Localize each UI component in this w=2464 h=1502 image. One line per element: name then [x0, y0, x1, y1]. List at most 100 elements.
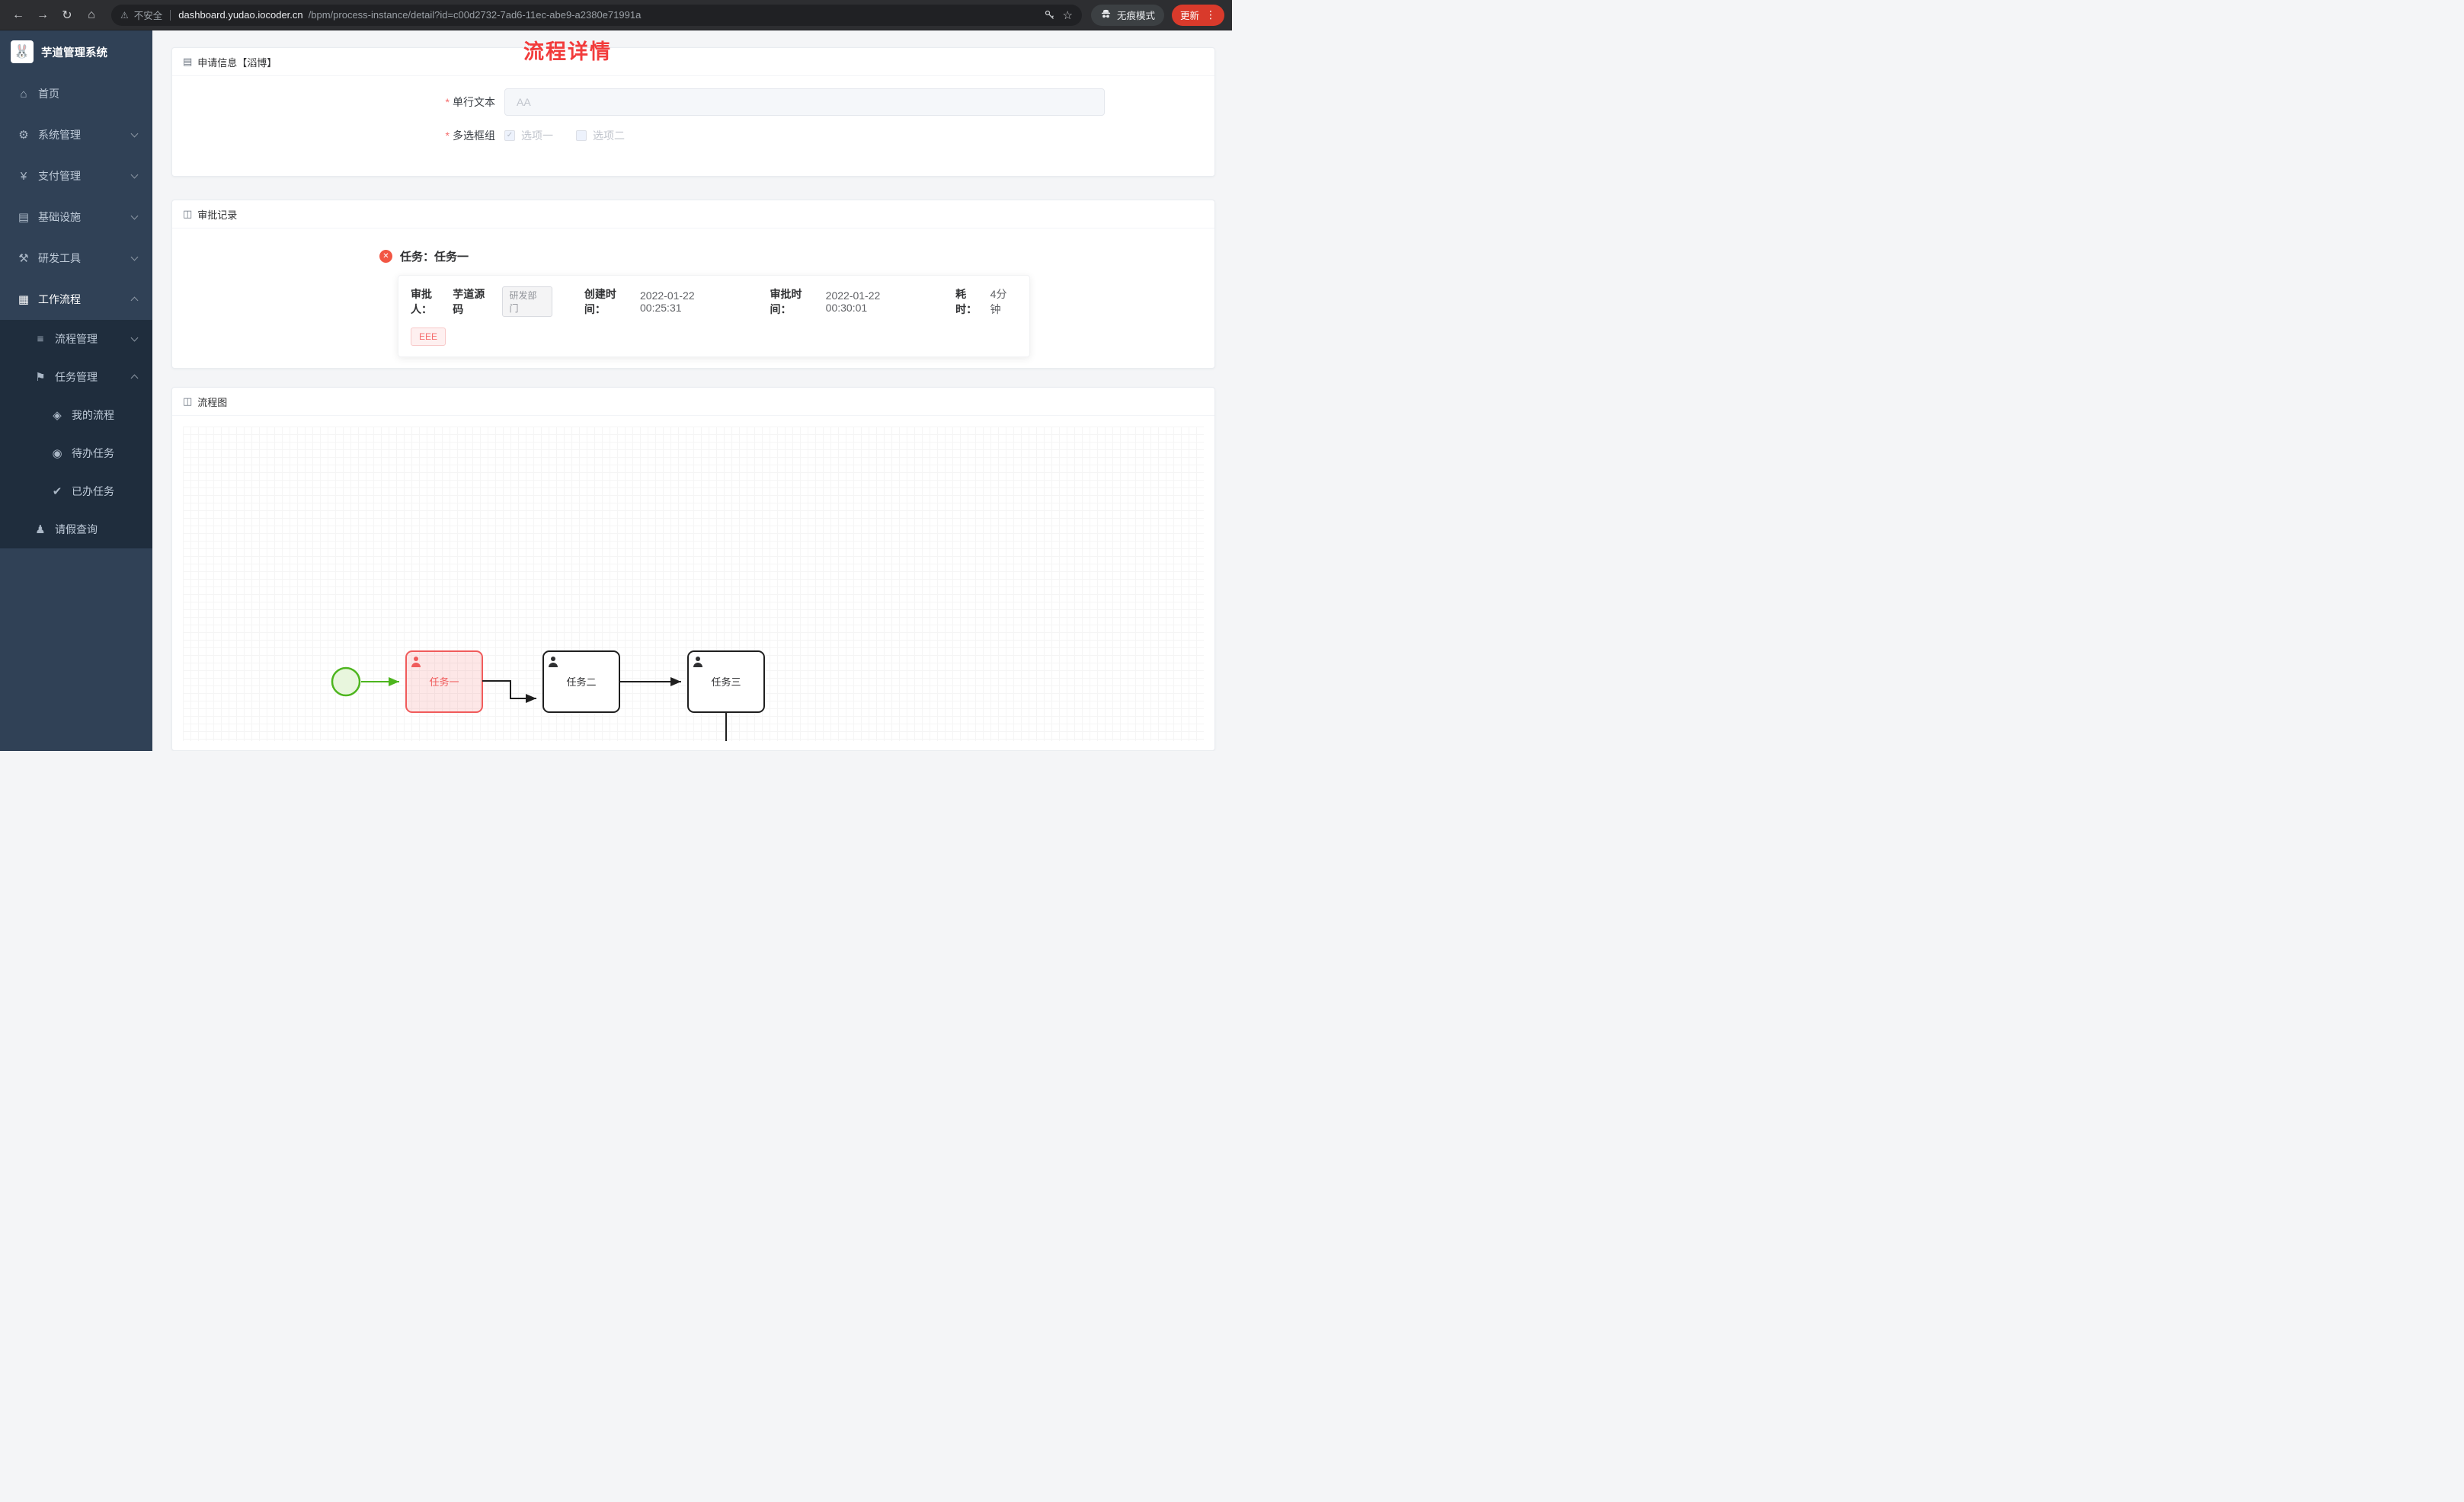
checkbox-label: 选项一	[521, 129, 553, 142]
address-bar[interactable]: ⚠ 不安全 dashboard.yudao.iocoder.cn /bpm/pr…	[111, 4, 1082, 26]
page-title: 流程详情	[523, 40, 612, 63]
sidebar-item-label: 支付管理	[38, 170, 81, 182]
task-node-3[interactable]: 任务三	[687, 650, 765, 713]
sidebar-item-leave-query[interactable]: ♟ 请假查询	[0, 510, 152, 548]
field-label: 单行文本	[453, 96, 495, 108]
sidebar-item-label: 研发工具	[38, 252, 81, 264]
approval-comment-tag: EEE	[411, 328, 446, 346]
approve-time-label: 审批时间：	[770, 288, 802, 315]
bookmark-star-icon[interactable]: ☆	[1062, 8, 1073, 22]
sidebar-item-payment[interactable]: ¥ 支付管理	[0, 155, 152, 197]
flag-icon: ⚑	[35, 371, 46, 384]
forward-icon: →	[37, 8, 49, 21]
checkbox-group-label: *多选框组	[172, 128, 504, 143]
badge-icon: ◈	[53, 409, 62, 422]
update-label: 更新	[1179, 11, 1199, 21]
single-line-text-input[interactable]	[504, 88, 1105, 116]
timeline-item: ✕ 任务：任务一	[379, 248, 1214, 264]
create-time-label: 创建时间：	[584, 288, 616, 315]
sequence-flow-task1-to-task2	[482, 680, 536, 703]
chevron-down-icon	[130, 171, 139, 179]
user-task-icon	[411, 657, 421, 667]
not-secure-label: 不安全	[133, 11, 163, 21]
back-button[interactable]: ←	[8, 5, 29, 26]
start-event-node[interactable]	[331, 666, 361, 697]
apply-info-card-header: ▤ 申请信息【滔博】	[172, 48, 1214, 76]
check-icon: ✔	[52, 485, 62, 498]
forward-button[interactable]: →	[32, 5, 53, 26]
rejected-circle-x-icon: ✕	[379, 250, 392, 263]
sidebar: 🐰 芋道管理系统 ⌂ 首页 ⚙ 系统管理 ¥ 支付管理 ▤ 基础设施 ⚒ 研发工…	[0, 30, 152, 751]
sidebar-item-label: 已办任务	[72, 485, 114, 497]
sidebar-item-infrastructure[interactable]: ▤ 基础设施	[0, 197, 152, 238]
department-tag: 研发部门	[502, 286, 552, 317]
single-line-text-label: *单行文本	[172, 94, 504, 110]
home-dashboard-icon: ⌂	[20, 87, 27, 101]
checkbox-checked-icon	[504, 130, 515, 141]
sidebar-item-my-process[interactable]: ◈ 我的流程	[0, 396, 152, 434]
task-title: 任务：任务一	[400, 251, 469, 264]
duration-label: 耗时：	[955, 288, 978, 315]
document-icon: ▤	[183, 56, 193, 67]
sidebar-item-todo-tasks[interactable]: ◉ 待办任务	[0, 434, 152, 472]
sidebar-item-home[interactable]: ⌂ 首页	[0, 73, 152, 114]
infrastructure-icon: ▤	[18, 211, 30, 224]
approval-record-card: ◫ 审批记录 ✕ 任务：任务一 审批人： 芋道源码 研发部门 创建时间： 202…	[171, 200, 1215, 369]
reload-button[interactable]: ↻	[56, 5, 78, 26]
chevron-down-icon	[130, 129, 139, 138]
task-node-2[interactable]: 任务二	[542, 650, 620, 713]
yen-icon: ¥	[20, 169, 27, 183]
sidebar-item-devtools[interactable]: ⚒ 研发工具	[0, 238, 152, 279]
checkbox-option-1[interactable]: 选项一	[504, 128, 553, 143]
sidebar-item-label: 流程管理	[55, 333, 98, 345]
password-key-icon[interactable]	[1044, 9, 1055, 21]
diagram-icon: ◫	[183, 395, 193, 407]
gear-icon: ⚙	[18, 129, 29, 142]
browser-toolbar: ← → ↻ ⌂ ⚠ 不安全 dashboard.yudao.iocoder.cn…	[0, 0, 1232, 30]
sidebar-item-label: 基础设施	[38, 211, 81, 223]
sidebar-item-label: 首页	[38, 88, 59, 100]
checkbox-option-2[interactable]: 选项二	[576, 128, 625, 143]
process-diagram-card-title: 流程图	[197, 396, 228, 408]
app-title: 芋道管理系统	[41, 46, 107, 59]
required-mark: *	[445, 129, 450, 142]
approval-record-card-header: ◫ 审批记录	[172, 200, 1214, 228]
approval-detail-card: 审批人： 芋道源码 研发部门 创建时间： 2022-01-22 00:25:31…	[398, 275, 1030, 357]
incognito-badge: 无痕模式	[1090, 4, 1164, 26]
reload-icon: ↻	[62, 8, 72, 22]
bpmn-canvas[interactable]: 任务一 任务二	[183, 427, 1204, 741]
chevron-down-icon	[130, 212, 139, 220]
duration-value: 4分钟	[990, 288, 1007, 315]
workflow-submenu: ≡ 流程管理 ⚑ 任务管理 ◈ 我的流程 ◉ 待办任务 ✔ 已办任务 ♟ 请假查…	[0, 320, 152, 548]
chevron-up-icon	[130, 374, 139, 382]
field-label: 多选框组	[453, 129, 495, 142]
task-node-label: 任务三	[711, 676, 741, 688]
chrome-update-button[interactable]: 更新 ⋮	[1171, 4, 1224, 26]
sidebar-item-task-management[interactable]: ⚑ 任务管理	[0, 358, 152, 396]
chevron-down-icon	[130, 253, 139, 261]
task-node-1[interactable]: 任务一	[405, 650, 483, 713]
home-button[interactable]: ⌂	[81, 5, 102, 26]
sidebar-item-process-management[interactable]: ≡ 流程管理	[0, 320, 152, 358]
create-time-value: 2022-01-22 00:25:31	[640, 289, 695, 314]
checkbox-unchecked-icon	[576, 130, 587, 141]
workflow-icon: ▦	[18, 293, 30, 306]
chevron-down-icon	[130, 334, 139, 342]
tools-icon: ⚒	[18, 252, 29, 265]
sidebar-item-workflow[interactable]: ▦ 工作流程	[0, 279, 152, 320]
sidebar-item-label: 系统管理	[38, 129, 81, 141]
person-icon: ♟	[35, 523, 46, 536]
sidebar-item-system[interactable]: ⚙ 系统管理	[0, 114, 152, 155]
sidebar-item-done-tasks[interactable]: ✔ 已办任务	[0, 472, 152, 510]
sidebar-item-label: 任务管理	[55, 371, 98, 383]
main-content: 流程详情 ▤ 申请信息【滔博】 *单行文本 *多选框组 选项一	[152, 30, 1232, 751]
incognito-icon	[1100, 8, 1112, 22]
omnibox-divider	[170, 9, 171, 21]
home-icon: ⌂	[88, 8, 95, 21]
back-icon: ←	[12, 8, 24, 21]
list-icon: ≡	[37, 332, 44, 346]
sidebar-item-label: 工作流程	[38, 293, 81, 305]
approval-record-card-title: 审批记录	[197, 209, 238, 221]
sidebar-item-label: 我的流程	[72, 409, 114, 421]
browser-menu-icon[interactable]: ⋮	[1205, 8, 1216, 21]
